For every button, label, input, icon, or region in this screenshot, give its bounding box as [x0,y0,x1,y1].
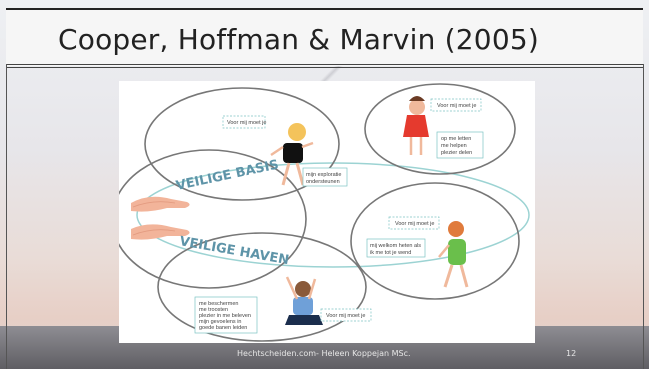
prompt-2-text: Voor mij moet je [437,103,476,109]
prompt-bubble-3 [388,216,440,230]
title-rule-bottom [6,67,643,68]
need-watch-3: plezier delen [441,150,472,156]
slide-title: Cooper, Hoffman & Marvin (2005) [58,23,539,56]
needs-box-welcome [366,238,426,258]
child-reaching-icon [285,276,323,325]
needs-box-protect [194,296,258,334]
need-watch-1: op me letten [441,136,471,142]
welcome-circle [350,182,520,300]
title-bar [6,8,643,66]
child-exploring-icon [270,123,314,186]
protect-circle [157,232,367,342]
prompt-bubble-4 [320,308,372,322]
need-protect-2: me troosten [199,307,228,313]
page-number: 12 [566,349,577,358]
need-explore-1: mijn exploratie [306,172,341,178]
prompt-4-text: Voor mij moet je [326,313,365,319]
need-protect-5: goede banen leiden [199,325,247,331]
need-protect-4: mijn gevoelens in [199,319,242,325]
watch-circle [364,83,516,175]
need-protect-1: me beschermen [199,301,238,307]
exploration-circle [144,87,340,201]
prompt-bubble-1 [222,115,266,129]
needs-box-explore [302,167,348,187]
prompt-bubble-2 [430,98,482,112]
figure-svg: VEILIGE BASIS VEILIGE HAVEN [111,83,530,342]
child-watching-icon [403,96,429,155]
need-explore-2: ondersteunen [306,179,340,185]
prompt-1-text: Voor mij moet je [227,120,266,126]
need-welcome-2: ik me tot je wend [370,250,411,256]
left-border [6,64,7,369]
prompt-3-text: Voor mij moet je [395,221,434,227]
right-border [643,64,644,369]
hands-icon [131,196,190,240]
circle-of-security-figure: VEILIGE BASIS VEILIGE HAVEN [111,81,535,343]
safe-haven-label: VEILIGE HAVEN [178,234,290,268]
title-rule-top [6,64,643,65]
slide-footer: Hechtscheiden.com- Heleen Koppejan MSc. [237,349,411,358]
child-returning-icon [438,221,469,288]
needs-box-watch [436,131,484,159]
need-welcome-1: mij welkom heten als [370,243,421,249]
need-watch-2: me helpen [441,143,467,149]
secure-base-label: VEILIGE BASIS [175,158,280,194]
need-protect-3: plezier in me beleven [199,313,251,319]
